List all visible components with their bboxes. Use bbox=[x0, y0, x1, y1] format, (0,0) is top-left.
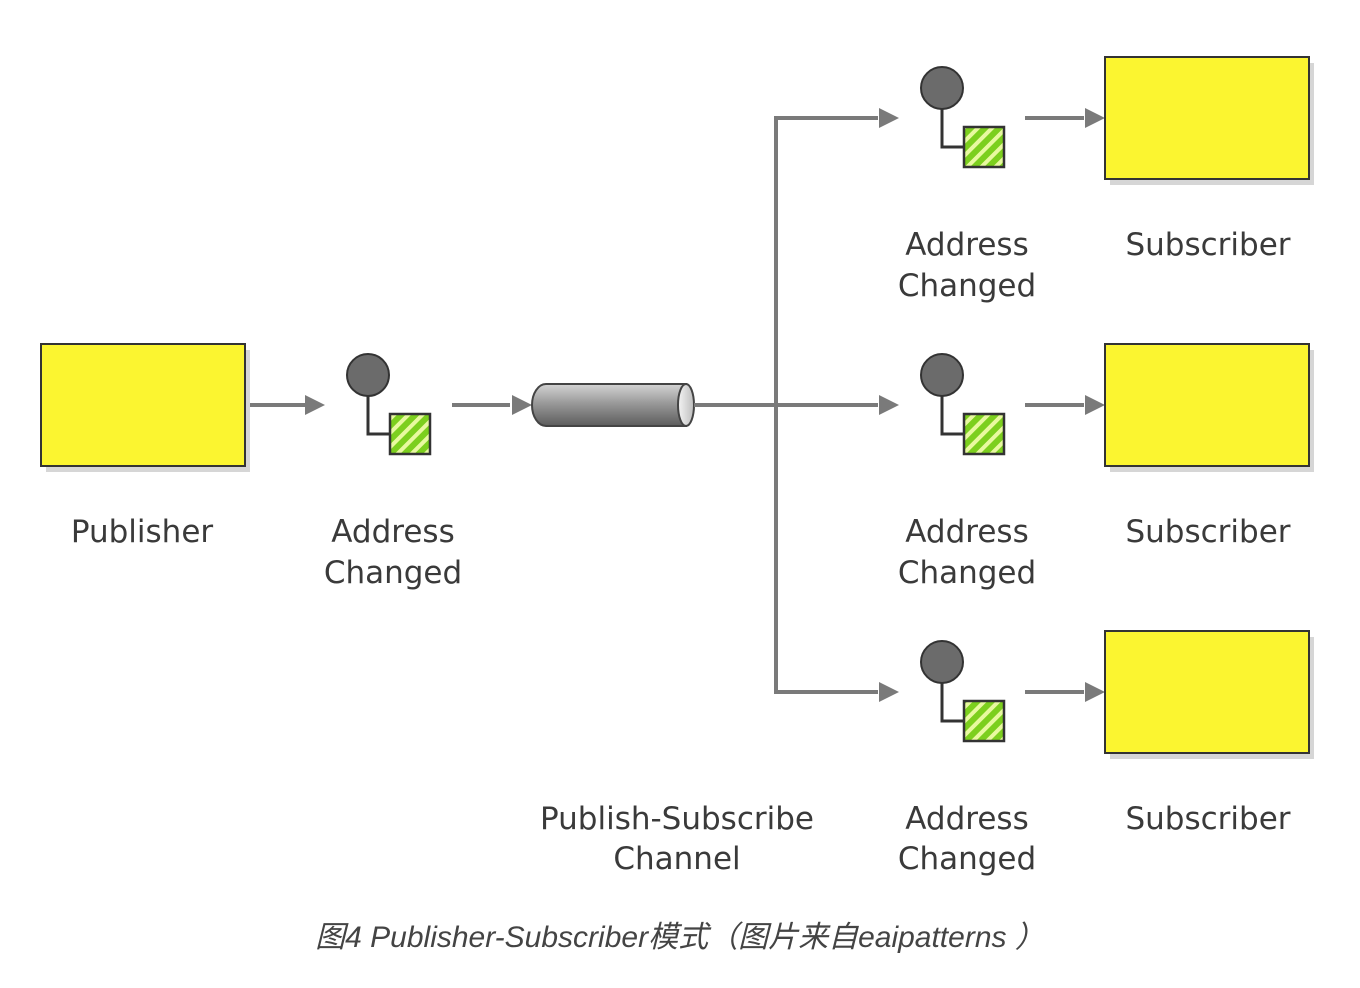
message-icon bbox=[920, 353, 1006, 456]
arrow-message-to-channel bbox=[452, 395, 532, 415]
subscriber-box bbox=[1104, 56, 1314, 185]
channel-branch-lines bbox=[694, 118, 778, 692]
subscriber-label: Subscriber bbox=[1125, 227, 1290, 263]
subscriber-branch-3: Address Changed Subscriber bbox=[774, 630, 1314, 877]
message-icon bbox=[920, 66, 1006, 169]
publish-subscribe-diagram: Publisher Address Changed Publish-Subscr… bbox=[40, 56, 1314, 877]
message-label-line2: Changed bbox=[324, 555, 462, 591]
subscriber-box bbox=[1104, 343, 1314, 472]
subscriber-branch-1: Address Changed Subscriber bbox=[774, 56, 1314, 304]
message-label-line1: Address bbox=[905, 227, 1028, 263]
subscriber-label: Subscriber bbox=[1125, 801, 1290, 837]
subscriber-box bbox=[1104, 630, 1314, 759]
message-label-line2: Changed bbox=[898, 268, 1036, 304]
message-label-line1: Address bbox=[905, 514, 1028, 550]
publish-subscribe-channel-pipe bbox=[531, 383, 695, 427]
message-label-line2: Changed bbox=[898, 555, 1036, 591]
publisher-box bbox=[40, 343, 250, 472]
message-icon bbox=[920, 640, 1006, 743]
figure-caption: 图4 Publisher-Subscriber模式（图片来自eaipattern… bbox=[315, 921, 1045, 954]
message-label-line2: Changed bbox=[898, 841, 1036, 877]
message-label-line1: Address bbox=[905, 801, 1028, 837]
channel-label-line1: Publish-Subscribe bbox=[540, 801, 814, 837]
channel-label-line2: Channel bbox=[613, 841, 740, 877]
message-icon bbox=[346, 353, 432, 456]
publisher-label: Publisher bbox=[71, 514, 214, 550]
subscriber-branch-2: Address Changed Subscriber bbox=[776, 343, 1314, 591]
message-label-line1: Address bbox=[331, 514, 454, 550]
subscriber-label: Subscriber bbox=[1125, 514, 1290, 550]
arrow-publisher-to-message bbox=[250, 395, 325, 415]
